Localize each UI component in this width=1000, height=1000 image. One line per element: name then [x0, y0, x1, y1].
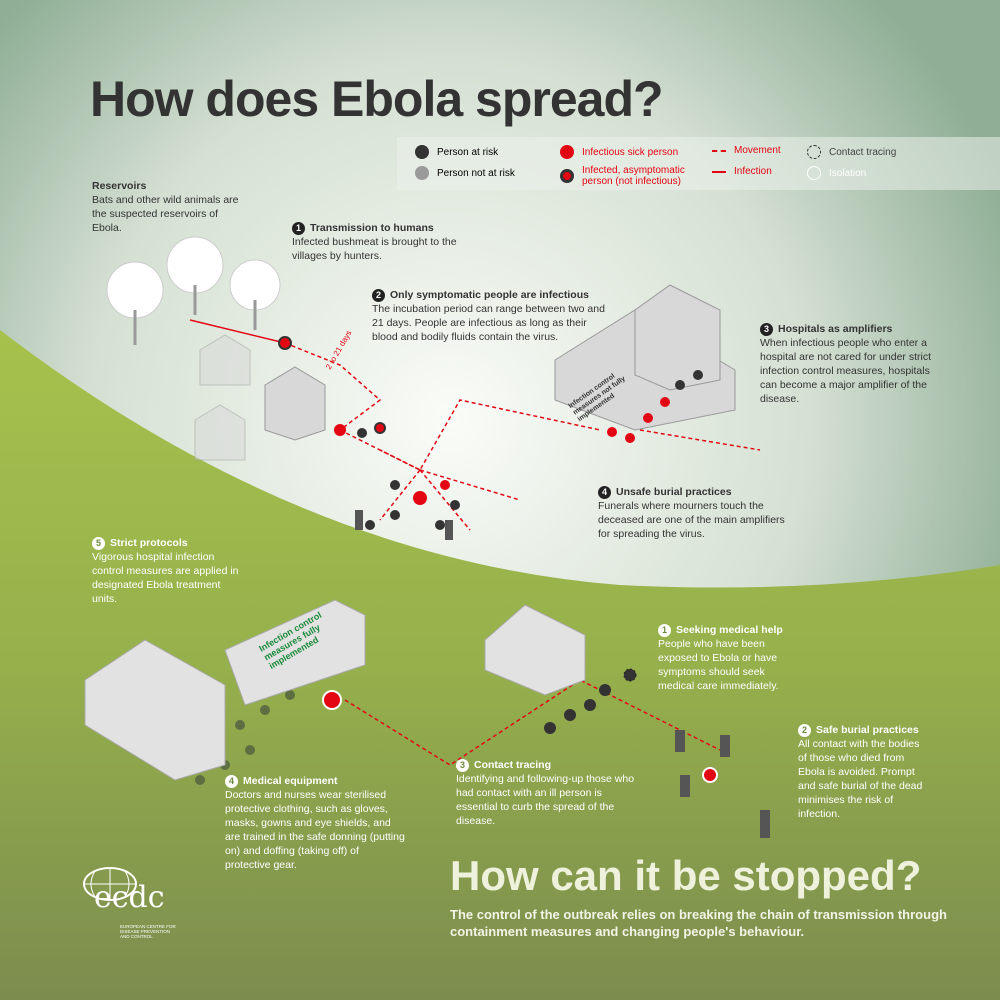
- stop-title: How can it be stopped?: [450, 852, 922, 899]
- safe-burial-text: All contact with the bodies of those who…: [798, 738, 923, 820]
- step-number: 2: [798, 723, 811, 737]
- logo-name: ecdc: [94, 880, 165, 915]
- step-number: 3: [760, 322, 773, 336]
- page-title: How does Ebola spread?: [90, 71, 664, 127]
- legend-person-not-at-risk: Person not at risk: [437, 167, 515, 179]
- trees: [106, 236, 281, 319]
- globe-icon: [83, 867, 137, 901]
- equipment-text: Doctors and nurses wear sterilised prote…: [225, 789, 405, 871]
- legend-person-at-risk: Person at risk: [437, 146, 499, 158]
- people-dots: [195, 336, 718, 785]
- legend: Person at risk Person not at risk Infect…: [397, 137, 1000, 190]
- step-number: 1: [292, 221, 305, 235]
- protocols-title: Strict protocols: [110, 537, 188, 549]
- step-number: 3: [456, 758, 469, 772]
- legend-isolation: Isolation: [829, 167, 867, 179]
- legend-contact-tracing: Contact tracing: [829, 146, 897, 158]
- reservoirs-title: Reservoirs: [92, 180, 147, 192]
- burial-text: Funerals where mourners touch the deceas…: [598, 500, 785, 540]
- asymptomatic-icon: [560, 169, 574, 183]
- house-stop: [484, 604, 586, 696]
- protocols-text: Vigorous hospital infection control meas…: [92, 551, 239, 605]
- person-not-at-risk-icon: [415, 166, 429, 180]
- infectious-icon: [560, 145, 574, 159]
- ecdc-logo: ecdc EUROPEAN CENTRE FOR DISEASE PREVENT…: [80, 862, 176, 939]
- hospitals-title: Hospitals as amplifiers: [778, 323, 893, 335]
- legend-asymptomatic: Infected, asymptomatic person (not infec…: [582, 165, 685, 187]
- logo-fullname: EUROPEAN CENTRE FOR DISEASE PREVENTION A…: [120, 924, 176, 939]
- contact-title: Contact tracing: [474, 759, 552, 771]
- hospitals-text: When infectious people who enter a hospi…: [760, 337, 932, 405]
- safe-burial-title: Safe burial practices: [816, 724, 919, 736]
- transmission-paths: [284, 342, 761, 766]
- legend-infectious: Infectious sick person: [582, 146, 679, 158]
- step-number: 2: [372, 288, 385, 302]
- contact-tracing-icon: [807, 145, 821, 159]
- seeking-text: People who have been exposed to Ebola or…: [658, 638, 779, 692]
- person-at-risk-icon: [415, 145, 429, 159]
- movement-icon: [712, 149, 726, 152]
- burial-title: Unsafe burial practices: [616, 486, 732, 498]
- isolation-icon: [807, 166, 821, 180]
- graves: [355, 510, 770, 838]
- symptomatic-title: Only symptomatic people are infectious: [390, 289, 589, 301]
- contact-text: Identifying and following-up those who h…: [456, 773, 635, 827]
- step-number: 4: [598, 485, 611, 499]
- hospital-stop: [84, 599, 366, 781]
- legend-movement: Movement: [734, 145, 781, 156]
- stop-subtitle: The control of the outbreak relies on br…: [450, 907, 947, 939]
- step-number: 4: [225, 774, 238, 788]
- symptomatic-text: The incubation period can range between …: [372, 303, 605, 343]
- equipment-title: Medical equipment: [243, 775, 338, 787]
- legend-infection: Infection: [734, 166, 772, 177]
- transmission-text: Infected bushmeat is brought to the vill…: [292, 236, 457, 262]
- houses-spread: [194, 284, 736, 461]
- seeking-title: Seeking medical help: [676, 624, 783, 636]
- transmission-title: Transmission to humans: [310, 222, 434, 234]
- reservoirs-text: Bats and other wild animals are the susp…: [92, 194, 239, 234]
- step-number: 1: [658, 623, 671, 637]
- step-number: 5: [92, 536, 105, 550]
- infection-icon: [712, 170, 726, 173]
